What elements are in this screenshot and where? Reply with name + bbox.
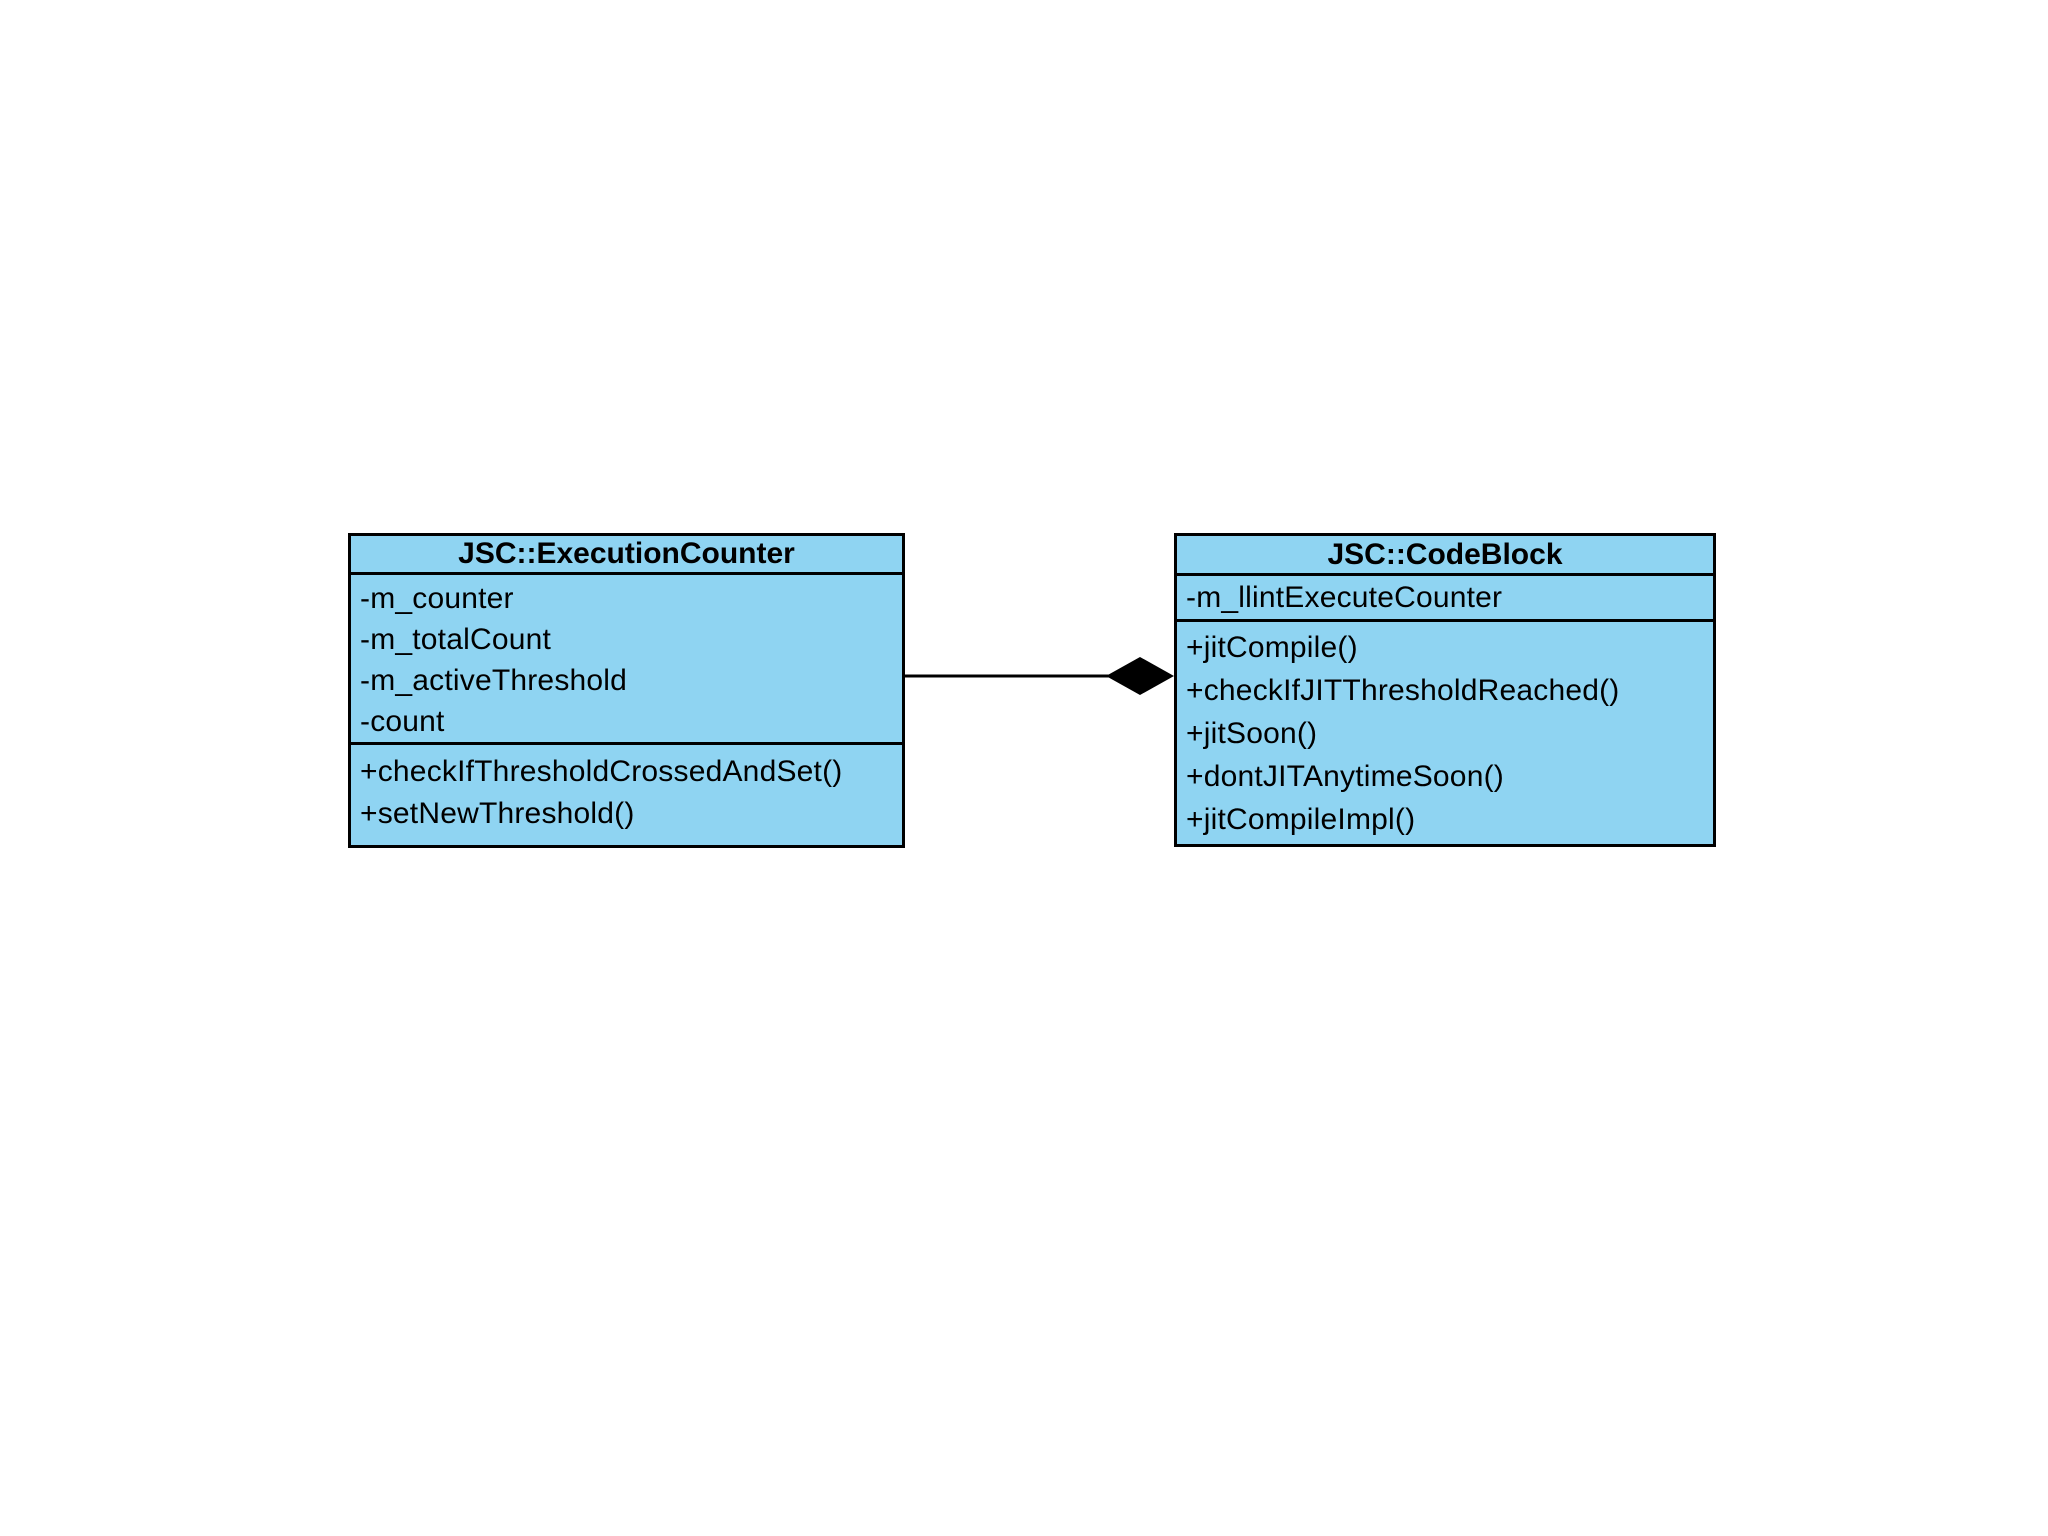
attributes-compartment: -m_llintExecuteCounter (1177, 576, 1713, 622)
class-box-code-block: JSC::CodeBlock -m_llintExecuteCounter +j… (1174, 533, 1716, 847)
attribute-item: -m_llintExecuteCounter (1186, 581, 1503, 614)
operation-item: +checkIfJITThresholdReached() (1186, 674, 1620, 707)
class-title-execution-counter: JSC::ExecutionCounter (351, 536, 902, 575)
attribute-item: -m_activeThreshold (360, 664, 628, 697)
operations-compartment: +checkIfThresholdCrossedAndSet() +setNew… (351, 745, 902, 835)
operations-compartment: +jitCompile() +checkIfJITThresholdReache… (1177, 622, 1713, 841)
attribute-item: -count (360, 705, 445, 738)
attributes-compartment: -m_counter -m_totalCount -m_activeThresh… (351, 575, 902, 745)
composition-diamond-icon (1106, 657, 1174, 695)
attribute-item: -m_totalCount (360, 623, 552, 656)
operation-item: +jitSoon() (1186, 717, 1318, 750)
attribute-item: -m_counter (360, 582, 514, 615)
operation-item: +jitCompile() (1186, 631, 1358, 664)
operation-item: +jitCompileImpl() (1186, 803, 1416, 836)
class-box-execution-counter: JSC::ExecutionCounter -m_counter -m_tota… (348, 533, 905, 848)
operation-item: +checkIfThresholdCrossedAndSet() (360, 755, 843, 788)
operation-item: +dontJITAnytimeSoon() (1186, 760, 1504, 793)
operation-item: +setNewThreshold() (360, 797, 635, 830)
composition-connector (905, 657, 1174, 695)
class-title-code-block: JSC::CodeBlock (1177, 536, 1713, 576)
